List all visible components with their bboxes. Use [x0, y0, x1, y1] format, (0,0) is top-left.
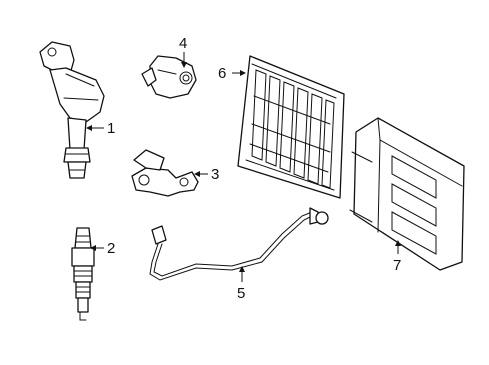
leader-lines [86, 52, 401, 282]
callout-2: 2 [107, 240, 115, 257]
callout-6: 6 [218, 65, 226, 82]
arrow-2 [90, 245, 96, 251]
ecm-bracket [349, 117, 465, 271]
arrow-7 [395, 240, 401, 246]
callout-7: 7 [393, 257, 401, 274]
callout-3: 3 [211, 166, 219, 183]
callout-5: 5 [237, 285, 245, 302]
ignition-coil [39, 41, 105, 179]
callout-1: 1 [107, 120, 115, 137]
ecm-connector-ribs [249, 69, 335, 189]
arrow-6 [240, 70, 246, 76]
arrow-5 [239, 266, 245, 272]
arrow-3 [194, 171, 200, 177]
engine-control-module [237, 55, 345, 199]
callout-4: 4 [179, 35, 187, 52]
spark-plug [71, 227, 95, 321]
camshaft-position-sensor [141, 55, 197, 99]
arrow-1 [86, 125, 92, 131]
oxygen-sensor [149, 207, 329, 281]
arrow-4 [181, 62, 187, 68]
crankshaft-position-sensor [131, 149, 199, 197]
